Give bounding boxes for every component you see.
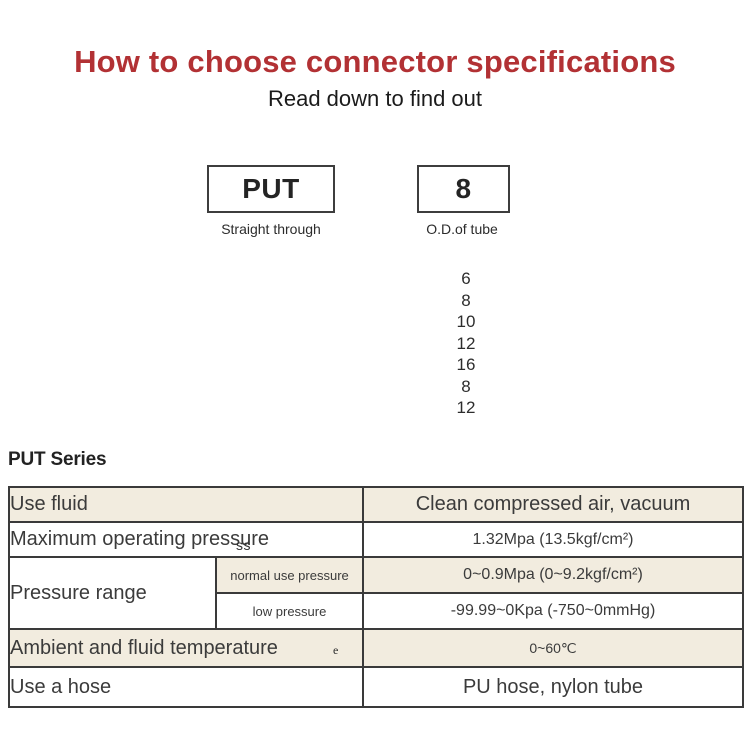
spec-value-max-pressure: 1.32Mpa (13.5kgf/cm²) <box>362 521 744 558</box>
spec-row-temperature: Ambient and fluid temperature 0~60℃ <box>8 628 744 668</box>
spec-label-max-pressure: Maximum operating pressure <box>8 521 364 558</box>
page-title: How to choose connector specifications <box>74 44 676 79</box>
tube-size-caption: O.D.of tube <box>426 221 498 237</box>
spec-sublabel-normal-pressure: normal use pressure <box>215 556 364 594</box>
spec-label-temperature: Ambient and fluid temperature <box>8 628 364 668</box>
artifact-stray-letter: e <box>333 643 339 657</box>
spec-table: Use fluid Clean compressed air, vacuum M… <box>8 486 744 708</box>
spec-row-pressure-normal: Pressure range normal use pressure 0~0.9… <box>8 556 744 630</box>
model-code-box: PUT <box>207 165 335 213</box>
spec-value-low-pressure: -99.99~0Kpa (-750~0mmHg) <box>362 592 744 630</box>
spec-label-hose: Use a hose <box>8 666 364 708</box>
spec-row-hose: Use a hose PU hose, nylon tube <box>8 666 744 708</box>
page-subtitle: Read down to find out <box>267 86 483 111</box>
spec-row-max-pressure: Maximum operating pressure 1.32Mpa (13.5… <box>8 521 744 558</box>
spec-row-pressure-low: low pressure -99.99~0Kpa (-750~0mmHg) <box>9 592 744 630</box>
size-option: 12 <box>456 398 476 417</box>
spec-row-use-fluid: Use fluid Clean compressed air, vacuum <box>8 486 744 523</box>
size-option: 16 <box>456 355 476 374</box>
size-option: 10 <box>456 312 476 331</box>
model-code-caption: Straight through <box>221 221 321 237</box>
spec-value-temperature: 0~60℃ <box>362 628 744 668</box>
spec-label-use-fluid: Use fluid <box>8 486 364 523</box>
spec-value-hose: PU hose, nylon tube <box>362 666 744 708</box>
spec-value-use-fluid: Clean compressed air, vacuum <box>362 486 744 523</box>
series-heading: PUT Series <box>8 449 107 470</box>
artifact-overlap-text: ss <box>236 537 251 553</box>
model-code-label: PUT <box>242 173 300 204</box>
size-option: 8 <box>461 290 471 310</box>
spec-label-pressure-range: Pressure range <box>8 556 217 630</box>
tube-size-box: 8 <box>417 165 510 213</box>
size-option: 6 <box>461 269 471 288</box>
spec-value-normal-pressure: 0~0.9Mpa (0~9.2kgf/cm²) <box>362 556 744 594</box>
tube-size-options: 6 8 10 12 16 8 12 <box>416 268 516 419</box>
size-option: 8 <box>461 376 471 396</box>
tube-size-label: 8 <box>455 173 472 204</box>
size-option: 12 <box>456 333 476 353</box>
spec-sublabel-low-pressure: low pressure <box>215 592 364 630</box>
